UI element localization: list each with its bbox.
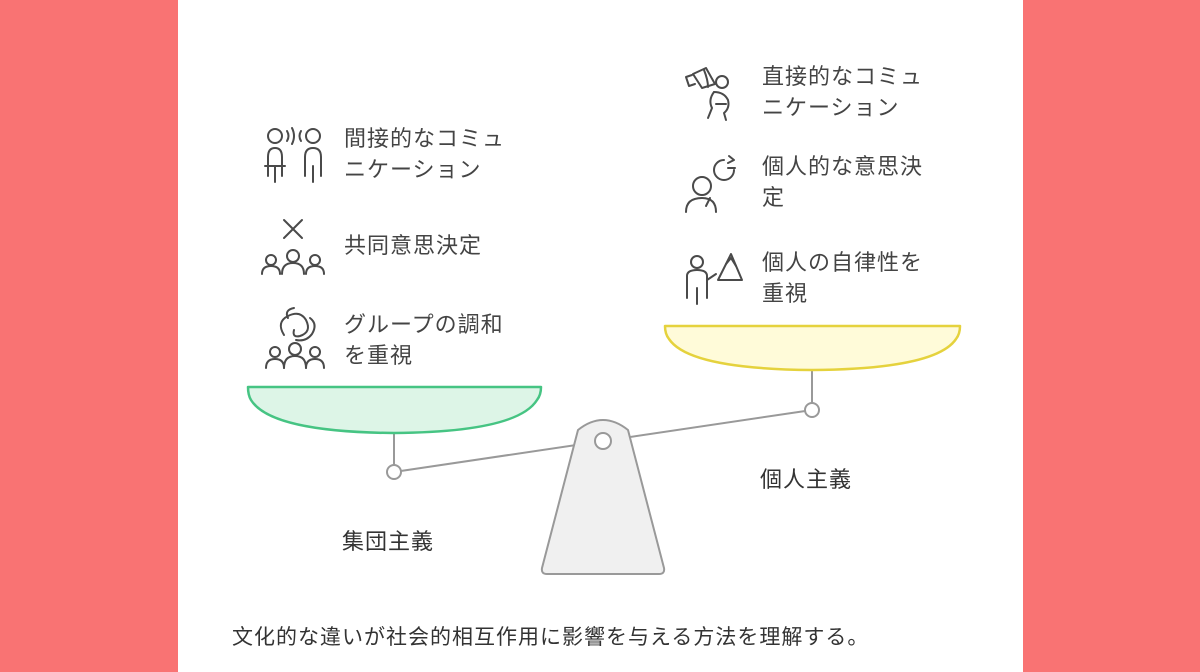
left-beam-joint: [386, 464, 402, 480]
diagram-caption: 文化的な違いが社会的相互作用に影響を与える方法を理解する。: [232, 625, 870, 649]
left-item-joint-decision: 共同意思決定: [344, 234, 483, 259]
megaphone-person-icon: [685, 67, 730, 121]
collectivism-label: 集団主義: [342, 530, 435, 555]
left-item-group-harmony: グループの調和 を重視: [344, 313, 504, 369]
right-pan: [663, 324, 962, 372]
fulcrum-pivot: [594, 432, 612, 450]
right-item-individual-decision: 個人的な意思決 定: [762, 155, 924, 211]
person-thinking-icon: [685, 155, 736, 213]
group-decision-icon: [261, 219, 325, 275]
left-pan: [246, 385, 543, 435]
group-harmony-icon: [265, 307, 325, 369]
person-mountain-icon: [686, 253, 743, 305]
right-item-direct-communication: 直接的なコミュ ニケーション: [762, 65, 924, 121]
left-item-indirect-communication: 間接的なコミュ ニケーション: [344, 127, 506, 183]
right-beam-joint: [804, 402, 820, 418]
individualism-label: 個人主義: [760, 468, 853, 493]
right-item-individual-autonomy: 個人の自律性を 重視: [762, 251, 924, 307]
two-people-talking-icon: [264, 127, 322, 183]
scale-stand: [540, 419, 666, 575]
